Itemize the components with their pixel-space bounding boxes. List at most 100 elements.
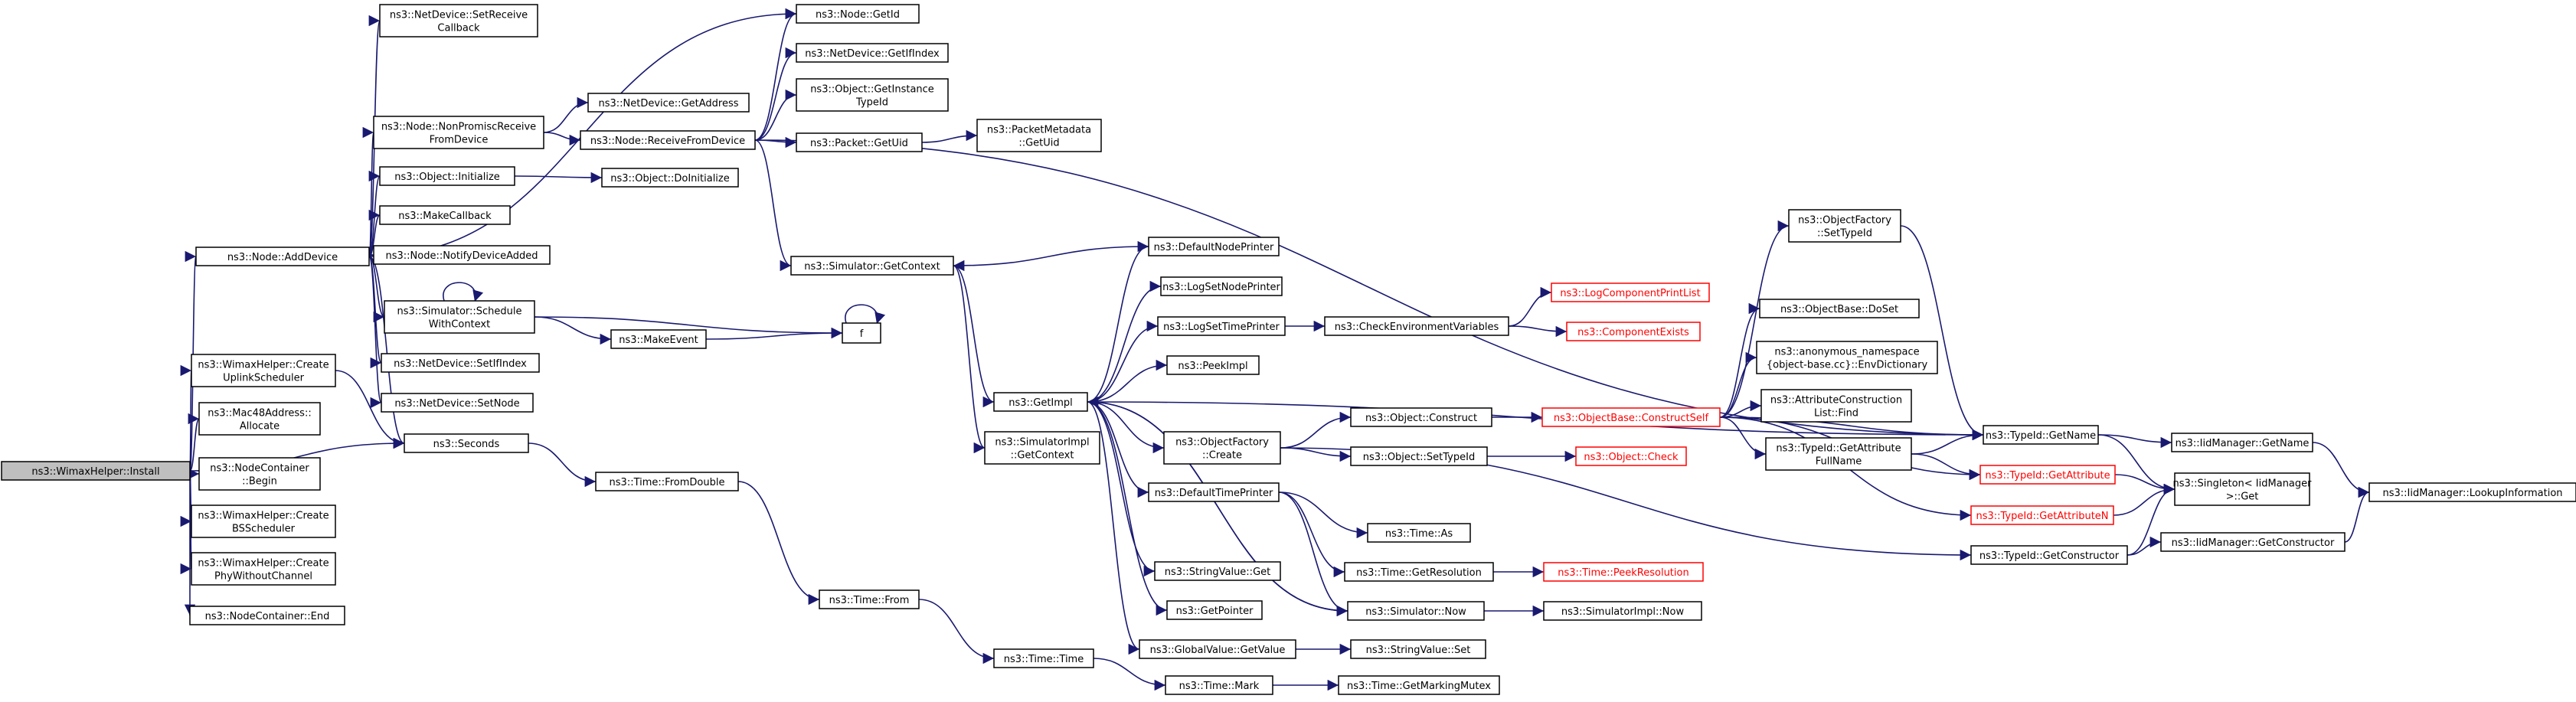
node-objectfactory-create[interactable]: ns3::ObjectFactory::Create (1163, 431, 1281, 465)
node-object-construct[interactable]: ns3::Object::Construct (1350, 407, 1492, 427)
node-label: ns3::DefaultNodePrinter (1154, 242, 1274, 253)
node-nodecontainer-end[interactable]: ns3::NodeContainer::End (189, 606, 345, 625)
node-object-check[interactable]: ns3::Object::Check (1575, 446, 1687, 466)
node-logsetnodeprinter[interactable]: ns3::LogSetNodePrinter (1160, 276, 1283, 296)
node-label: ns3::TypeId::GetName (1986, 430, 2096, 442)
node-objectfactory-settypeid[interactable]: ns3::ObjectFactory::SetTypeId (1788, 209, 1901, 243)
node-receivefromdevice[interactable]: ns3::Node::ReceiveFromDevice (580, 130, 756, 150)
node-time-time[interactable]: ns3::Time::Time (993, 648, 1094, 668)
node-componentexists[interactable]: ns3::ComponentExists (1566, 322, 1701, 341)
node-box (198, 457, 321, 491)
node-label: Allocate (240, 421, 280, 433)
node-checkenvvars[interactable]: ns3::CheckEnvironmentVariables (1324, 316, 1509, 336)
edge-objectfactory-create-to-object-construct (1280, 411, 1352, 449)
node-root[interactable]: ns3::WimaxHelper::Install (1, 461, 191, 481)
edge-typeid-getattributefullname-to-typeid-getname (1911, 429, 1984, 455)
edge-line (528, 442, 597, 488)
node-envdictionary[interactable]: ns3::anonymous_namespace{object-base.cc}… (1756, 341, 1938, 374)
node-stringvalue-set[interactable]: ns3::StringValue::Set (1350, 639, 1486, 659)
node-defaulttimeprinter[interactable]: ns3::DefaultTimePrinter (1148, 482, 1280, 502)
node-makeevent[interactable]: ns3::MakeEvent (610, 329, 707, 349)
node-getimpl[interactable]: ns3::GetImpl (993, 392, 1088, 412)
node-peekimpl[interactable]: ns3::PeekImpl (1166, 355, 1260, 375)
edge-line (1278, 491, 1368, 539)
node-getifindex[interactable]: ns3::NetDevice::GetIfIndex (796, 43, 949, 63)
node-setifindex[interactable]: ns3::NetDevice::SetIfIndex (381, 353, 540, 373)
node-seconds[interactable]: ns3::Seconds (404, 433, 529, 453)
node-simulator-getcontext[interactable]: ns3::Simulator::GetContext (790, 256, 954, 276)
node-typeid-getattribute[interactable]: ns3::TypeId::GetAttribute (1979, 465, 2116, 485)
node-node-adddevice[interactable]: ns3::Node::AddDevice (195, 247, 370, 266)
node-label: ns3::LogComponentPrintList (1560, 288, 1700, 299)
node-create-phy[interactable]: ns3::WimaxHelper::CreatePhyWithoutChanne… (191, 552, 336, 586)
node-iidmanager-getname[interactable]: ns3::IidManager::GetName (2171, 433, 2313, 452)
node-node-getid[interactable]: ns3::Node::GetId (796, 4, 920, 24)
edge-simulator-getcontext-to-getimpl (953, 265, 995, 408)
edge-schedulewithcontext-to-schedulewithcontext (443, 282, 484, 302)
node-label: ns3::PeekImpl (1178, 361, 1247, 372)
node-time-mark[interactable]: ns3::Time::Mark (1165, 675, 1273, 695)
edge-line (2097, 434, 2176, 495)
node-box (842, 322, 881, 344)
node-box (2368, 482, 2576, 502)
node-box (198, 402, 321, 436)
node-simulatorimpl-getcontext[interactable]: ns3::SimulatorImpl::GetContext (984, 431, 1100, 465)
node-time-from[interactable]: ns3::Time::From (819, 589, 920, 609)
edge-line (953, 265, 995, 408)
node-getmarkingmutex[interactable]: ns3::Time::GetMarkingMutex (1338, 675, 1500, 695)
node-logsettimeprinter[interactable]: ns3::LogSetTimePrinter (1157, 316, 1286, 336)
edge-typeid-getattribute-to-singleton-get (2114, 474, 2176, 495)
node-iidmanager-lookupinformation[interactable]: ns3::IidManager::LookupInformation (2368, 482, 2576, 502)
node-simulatorimpl-now[interactable]: ns3::SimulatorImpl::Now (1543, 601, 1702, 621)
node-time-peekresolution[interactable]: ns3::Time::PeekResolution (1543, 562, 1704, 582)
node-time-as[interactable]: ns3::Time::As (1367, 523, 1471, 543)
node-time-getresolution[interactable]: ns3::Time::GetResolution (1344, 562, 1494, 582)
node-fromdouble[interactable]: ns3::Time::FromDouble (595, 472, 739, 491)
node-makecallback[interactable]: ns3::MakeCallback (379, 205, 511, 225)
node-box (796, 132, 923, 152)
edge-line (2113, 483, 2176, 516)
node-stringvalue-get[interactable]: ns3::StringValue::Get (1154, 561, 1281, 581)
node-objectbase-constructself[interactable]: ns3::ObjectBase::ConstructSelf (1541, 407, 1721, 427)
node-defaultnodeprinter[interactable]: ns3::DefaultNodePrinter (1148, 237, 1280, 256)
node-globalvalue-getvalue[interactable]: ns3::GlobalValue::GetValue (1139, 639, 1296, 659)
node-getaddress[interactable]: ns3::NetDevice::GetAddress (587, 93, 750, 113)
node-label: ns3::MakeEvent (619, 335, 698, 346)
node-packet-getuid[interactable]: ns3::Packet::GetUid (796, 132, 923, 152)
node-f[interactable]: f (842, 322, 881, 344)
node-typeid-getattributen[interactable]: ns3::TypeId::GetAttributeN (1970, 505, 2114, 525)
node-object-initialize[interactable]: ns3::Object::Initialize (379, 166, 515, 186)
node-typeid-getname[interactable]: ns3::TypeId::GetName (1983, 425, 2099, 445)
node-setnode[interactable]: ns3::NetDevice::SetNode (381, 393, 534, 413)
node-doinitialize[interactable]: ns3::Object::DoInitialize (601, 168, 739, 188)
node-nodecontainer-begin[interactable]: ns3::NodeContainer::Begin (198, 457, 321, 491)
edge-nonpromisc-to-receivefromdevice (543, 132, 581, 146)
node-object-settypeid[interactable]: ns3::Object::SetTypeId (1350, 446, 1488, 466)
node-notifydeviceadded[interactable]: ns3::Node::NotifyDeviceAdded (373, 245, 551, 265)
edge-receivefromdevice-to-typeid-getname (754, 139, 1984, 441)
edge-objectbase-constructself-to-objectbase-doset (1719, 302, 1760, 418)
node-objectbase-doset[interactable]: ns3::ObjectBase::DoSet (1759, 299, 1920, 318)
node-packetmetadata-getuid[interactable]: ns3::PacketMetadata::GetUid (976, 119, 1102, 152)
node-logcomponentprintlist[interactable]: ns3::LogComponentPrintList (1551, 282, 1710, 302)
node-box (796, 78, 949, 112)
edge-line (368, 256, 382, 408)
node-label: ns3::Object::GetInstance (810, 84, 934, 96)
node-label: ::GetContext (1011, 450, 1074, 462)
node-singleton-get[interactable]: ns3::Singleton< IidManager >::Get (2172, 472, 2312, 506)
edge-line (754, 8, 797, 141)
node-iidmanager-getconstructor[interactable]: ns3::IidManager::GetConstructor (2160, 532, 2346, 552)
node-getpointer[interactable]: ns3::GetPointer (1166, 600, 1263, 620)
node-mac48-allocate[interactable]: ns3::Mac48Address::Allocate (198, 402, 321, 436)
node-simulator-now[interactable]: ns3::Simulator::Now (1347, 601, 1485, 621)
node-typeid-getconstructor[interactable]: ns3::TypeId::GetConstructor (1970, 545, 2128, 565)
node-label: ns3::WimaxHelper::Create (198, 558, 329, 570)
